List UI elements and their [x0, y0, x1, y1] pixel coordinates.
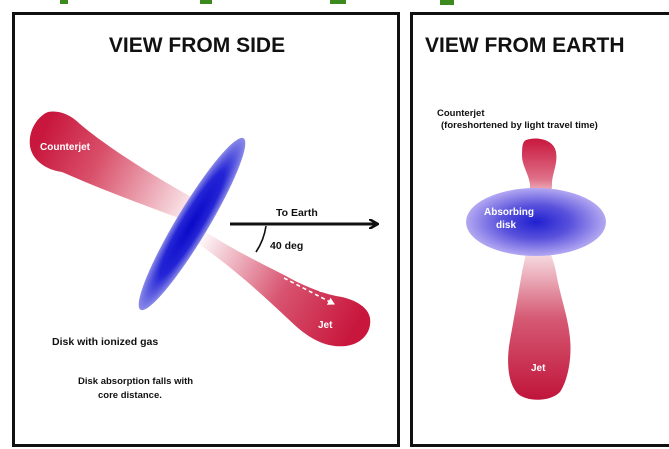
absorption-note-line2: core distance. — [98, 390, 162, 401]
earth-disk-label-line1: Absorbing — [484, 207, 534, 218]
side-view-panel: VIEW FROM SIDE Counterjet To Earth 40 de… — [14, 14, 399, 446]
earth-disk-label-line2: disk — [496, 220, 516, 231]
side-jet-label: Jet — [318, 320, 333, 331]
earth-counterjet-label-line2: (foreshortened by light travel time) — [441, 120, 598, 131]
earth-panel-title: VIEW FROM EARTH — [425, 34, 625, 57]
earth-view-panel: VIEW FROM EARTH Counterjet (foreshortene… — [412, 14, 669, 446]
disk-label: Disk with ionized gas — [52, 336, 158, 348]
angle-label: 40 deg — [270, 240, 303, 252]
speed-label: 0.4 c — [318, 284, 341, 295]
absorption-note-line1: Disk absorption falls with — [78, 376, 193, 387]
to-earth-label: To Earth — [276, 207, 318, 219]
earth-jet-label: Jet — [531, 363, 546, 374]
earth-disk-shape — [466, 188, 606, 256]
side-panel-title: VIEW FROM SIDE — [109, 34, 285, 57]
side-counterjet-label: Counterjet — [40, 142, 91, 153]
earth-counterjet-label-line1: Counterjet — [437, 108, 485, 119]
cropped-heading-fragment — [60, 0, 454, 5]
